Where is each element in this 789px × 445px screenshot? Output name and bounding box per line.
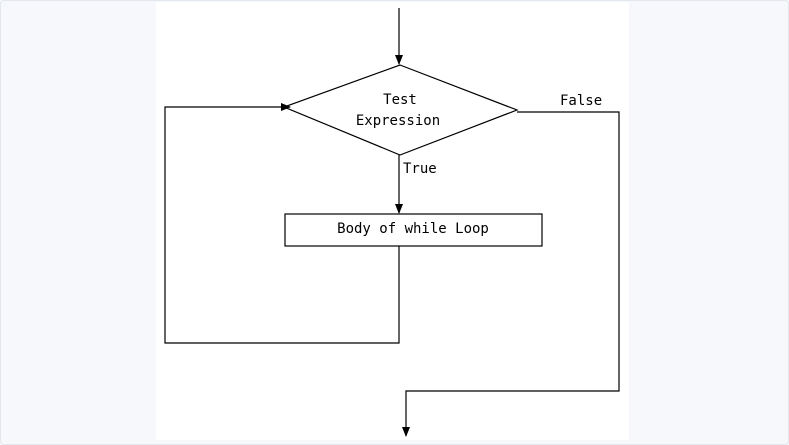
loop-body-box [284, 213, 543, 247]
loop-back-arrow [164, 103, 400, 344]
false-label: False [560, 93, 602, 109]
decision-label-line2: Expression [356, 113, 440, 129]
false-branch-arrow [402, 111, 620, 437]
loop-body-label: Body of while Loop [337, 221, 489, 237]
test-expression-diamond [282, 64, 519, 156]
true-label: True [403, 161, 437, 177]
decision-label-line1: Test [383, 92, 417, 108]
